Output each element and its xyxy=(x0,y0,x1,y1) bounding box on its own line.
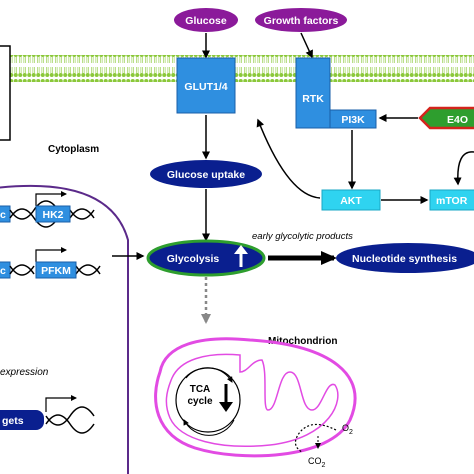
o2-label: O2 xyxy=(342,423,353,436)
nucleus-outline xyxy=(0,184,129,474)
pi3k-label: PI3K xyxy=(341,114,365,126)
tca-label-line2: cycle xyxy=(187,396,212,407)
glycolysis-node: Glycolysis xyxy=(146,239,266,277)
targets-label: gets xyxy=(2,415,24,427)
dna-helix-icon xyxy=(9,264,101,276)
growth-factors-node: Growth factors xyxy=(255,8,347,32)
mitochondrion xyxy=(154,337,357,458)
akt-label: AKT xyxy=(340,195,362,207)
e4o-node: E4O xyxy=(418,106,474,130)
tca-cycle: TCA cycle xyxy=(175,367,241,436)
rtk-label: RTK xyxy=(302,93,324,105)
partial-c2-label: c xyxy=(0,265,6,277)
rtk-receptor: RTK xyxy=(295,57,331,129)
promoter-arrow-2 xyxy=(35,247,67,262)
akt-node: AKT xyxy=(321,189,381,211)
partial-box-1 xyxy=(0,205,11,223)
promoter-arrow-3 xyxy=(45,395,77,412)
left-partial-box xyxy=(0,45,11,141)
mtor-node: mTOR xyxy=(429,189,474,211)
nucleotide-synthesis-node: Nucleotide synthesis xyxy=(336,243,474,273)
gene-pfkm-row: c PFKM xyxy=(0,247,101,279)
partial-box-2 xyxy=(0,261,11,279)
tca-label-line1: TCA xyxy=(190,384,211,395)
up-arrow-icon xyxy=(234,245,248,267)
arrow-akt-glut xyxy=(256,118,321,199)
promoter-arrow-1 xyxy=(35,191,67,206)
early-products-label: early glycolytic products xyxy=(252,231,353,242)
dna-helix-icon xyxy=(9,200,95,228)
co2-label: CO2 xyxy=(308,456,326,469)
glucose-node: Glucose xyxy=(174,8,238,32)
nucleotide-label: Nucleotide synthesis xyxy=(352,253,457,265)
targets-box xyxy=(0,410,44,430)
glucose-uptake-label: Glucose uptake xyxy=(167,169,245,181)
gene-hk2-label: HK2 xyxy=(42,209,63,221)
gene-targets-row: gets xyxy=(0,395,95,434)
dna-helix-icon xyxy=(45,406,95,434)
growth-factors-label: Growth factors xyxy=(264,15,339,27)
gene-pfkm-label: PFKM xyxy=(41,265,71,277)
down-arrow-icon xyxy=(219,384,233,412)
glucose-label: Glucose xyxy=(185,15,227,27)
glycolysis-label: Glycolysis xyxy=(167,253,220,265)
mtor-label: mTOR xyxy=(436,195,468,207)
glucose-uptake-node: Glucose uptake xyxy=(150,160,262,188)
arrow-gf-rtk xyxy=(300,32,313,59)
arrow-e4o-mtor xyxy=(453,151,474,186)
o2-arrow xyxy=(294,423,337,453)
partial-c1-label: c xyxy=(0,209,6,221)
cytoplasm-label: Cytoplasm xyxy=(48,144,99,155)
gene-hk2-row: c HK2 xyxy=(0,191,95,228)
glut-transporter: GLUT1/4 xyxy=(176,57,236,114)
expression-label: expression xyxy=(0,367,49,378)
glut-label: GLUT1/4 xyxy=(184,81,227,93)
mitochondrion-label: Mitochondrion xyxy=(268,336,337,347)
e4o-label: E4O xyxy=(447,114,468,126)
cell-membrane xyxy=(0,55,474,82)
pi3k-node: PI3K xyxy=(329,109,377,129)
